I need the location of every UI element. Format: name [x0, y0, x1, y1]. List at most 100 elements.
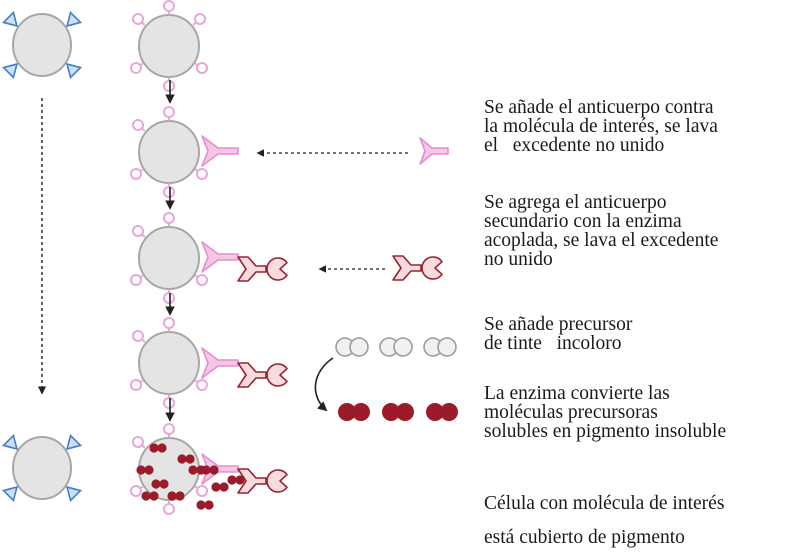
secondary-antibody-icon — [237, 468, 267, 494]
pigment-dot — [219, 482, 229, 492]
pigment-deposit-icon — [136, 465, 154, 475]
pigment-dot — [157, 443, 167, 453]
pigment-dot — [177, 454, 187, 464]
antigen-icon — [163, 503, 175, 515]
precursor-pair-icon — [335, 337, 369, 357]
pigment-dot — [144, 465, 154, 475]
pigment-dot — [167, 491, 177, 501]
secondary-antibody-step4 — [237, 468, 288, 494]
pigment-dot — [175, 491, 185, 501]
free-primary-antibody — [419, 137, 449, 165]
pigment-dot — [204, 500, 214, 510]
pigment-dot — [235, 475, 245, 485]
cell-step3 — [130, 317, 208, 409]
cell-body — [138, 331, 200, 395]
triangle-antigen-icon — [65, 10, 83, 28]
antigen-icon — [163, 317, 175, 329]
caption-step3-line1: Se añade precursor — [484, 314, 633, 335]
cell-body — [138, 14, 200, 78]
cell-body — [138, 120, 200, 184]
pigment-pair-icon — [426, 403, 458, 421]
cell-body — [138, 226, 200, 290]
caption-step4-line3: solubles en pigmento insoluble — [484, 421, 727, 442]
cell-body — [12, 436, 72, 500]
cell-triangle-bottom — [1, 433, 83, 503]
caption-step5-line2: está cubierto de pigmento — [484, 527, 685, 548]
antigen-icon — [163, 397, 175, 409]
pigment-dot — [151, 479, 161, 489]
pigment-deposit-icon — [196, 500, 214, 510]
particle-right — [349, 337, 369, 357]
triangle-antigen-icon — [65, 62, 83, 80]
particle-right — [352, 403, 370, 421]
caption-step4: La enzima convierte las moléculas precur… — [484, 384, 727, 442]
triangle-antigen-icon — [1, 485, 19, 503]
pigment-dot — [185, 454, 195, 464]
antigen-icon — [163, 292, 175, 304]
caption-step2: Se agrega el anticuerpo secundario con l… — [484, 192, 718, 270]
cell-triangle-top — [1, 10, 83, 80]
antigen-icon — [130, 168, 142, 180]
antigen-icon — [163, 0, 175, 12]
antigen-icon — [196, 274, 208, 286]
antigen-icon — [194, 13, 206, 25]
primary-antibody-icon — [201, 241, 239, 273]
pigment-dot — [227, 475, 237, 485]
pigment-pair-icon — [338, 403, 370, 421]
antigen-icon — [196, 168, 208, 180]
primary-antibody-icon — [201, 135, 239, 167]
primary-antibody-step1 — [201, 135, 239, 167]
caption-step1: Se añade el anticuerpo contra la molécul… — [484, 97, 718, 156]
enzyme-icon — [421, 256, 443, 280]
cell-step2 — [130, 212, 208, 304]
free-secondary-antibody — [392, 255, 443, 281]
antigen-icon — [163, 186, 175, 198]
caption-step2-line4: no unido — [484, 249, 553, 270]
caption-step5: Célula con molécula de interés está cubi… — [484, 487, 724, 555]
primary-antibody-step3 — [201, 347, 239, 379]
precursor-pair-icon — [423, 337, 457, 357]
caption-step3-line2: de tinte incoloro — [484, 333, 622, 354]
secondary-antibody-icon — [237, 362, 267, 388]
caption-step4-line2: moléculas precursoras — [484, 402, 658, 423]
pigment-deposit-icon — [227, 475, 245, 485]
antigen-icon — [196, 485, 208, 497]
enzyme-icon — [266, 469, 288, 493]
enzyme-icon — [266, 363, 288, 387]
antigen-icon — [163, 80, 175, 92]
antigen-icon — [163, 423, 175, 435]
caption-step1-line2: la molécula de interés, se lava — [484, 116, 718, 137]
antigen-icon — [132, 436, 144, 448]
pigment-deposit-icon — [149, 443, 167, 453]
particle-left — [426, 403, 444, 421]
pigment-deposit-icon — [211, 482, 229, 492]
particle-right — [437, 337, 457, 357]
caption-step2-line1: Se agrega el anticuerpo — [484, 192, 667, 213]
antigen-icon — [130, 274, 142, 286]
secondary-antibody-icon — [392, 255, 422, 281]
pigment-dot — [196, 500, 206, 510]
antigen-icon — [130, 379, 142, 391]
antigen-icon — [132, 225, 144, 237]
precursor-pair-icon — [379, 337, 413, 357]
particle-left — [382, 403, 400, 421]
pigment-dot — [201, 465, 211, 475]
antigen-icon — [132, 119, 144, 131]
particle-left — [338, 403, 356, 421]
pigment-dot — [141, 491, 151, 501]
particle-right — [396, 403, 414, 421]
primary-antibody-icon — [201, 347, 239, 379]
enzyme-icon — [266, 257, 288, 281]
pigment-dot — [149, 491, 159, 501]
primary-antibody-step2 — [201, 241, 239, 273]
pigment-dot — [149, 443, 159, 453]
pigment-dot — [211, 482, 221, 492]
pigment-deposit-icon — [141, 491, 159, 501]
pigment-dot — [188, 465, 198, 475]
caption-step3: Se añade precursor de tinte incoloro — [484, 314, 633, 354]
pigment-dot — [209, 465, 219, 475]
triangle-antigen-icon — [1, 433, 19, 451]
caption-step1-line1: Se añade el anticuerpo contra — [484, 97, 714, 118]
antigen-icon — [163, 106, 175, 118]
